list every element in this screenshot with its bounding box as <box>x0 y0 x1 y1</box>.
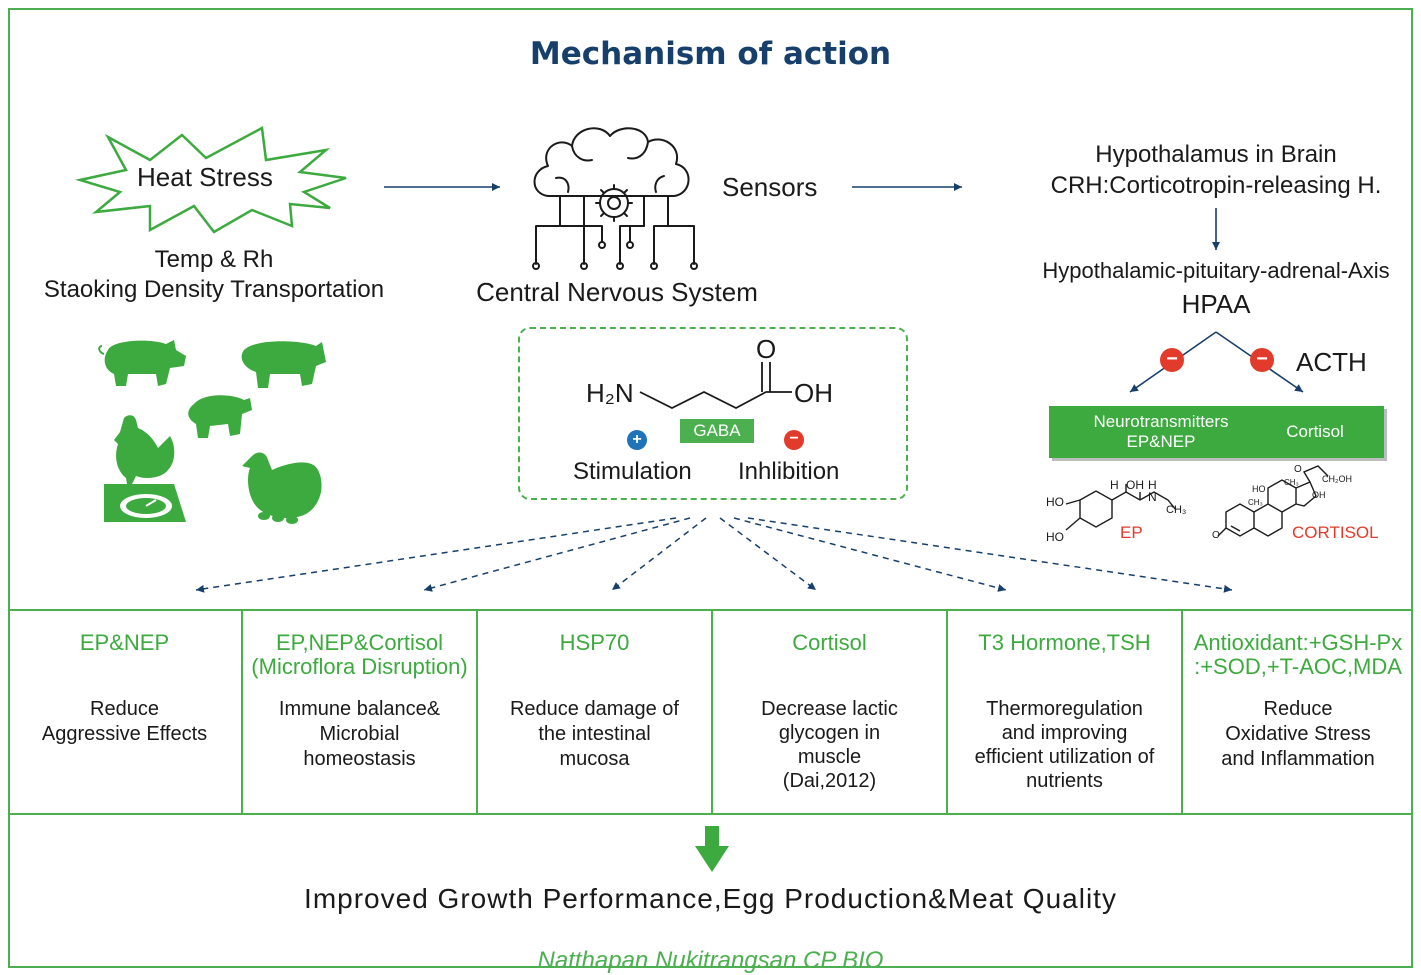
brain-network-icon <box>532 127 698 270</box>
ep-nep-label: EP&NEP <box>1126 432 1196 451</box>
dashed-arrows <box>195 517 1233 593</box>
ep-atom-label: H <box>1110 478 1119 492</box>
cortisol-bar-label: Cortisol <box>1286 422 1344 441</box>
h2n-label: H₂N <box>586 378 634 408</box>
ep-atom-label: CH₃ <box>1166 504 1187 516</box>
sensors-label: Sensors <box>722 172 818 202</box>
ep-atom-label: HO <box>1046 495 1064 509</box>
gaba-badge: GABA <box>680 419 754 443</box>
inhibit-minus-icon: − <box>1160 348 1184 372</box>
scale-icon <box>110 492 182 520</box>
ep-atom-label: OH <box>1126 478 1144 492</box>
ep-molecule-label: EP <box>1120 523 1143 542</box>
cortisol-atom-label: HO <box>1252 484 1266 494</box>
ep-atom-label: N <box>1148 490 1157 504</box>
cortisol-atom-label: O <box>1212 530 1220 541</box>
cortisol-atom-label: OH <box>1312 490 1326 500</box>
author-credit: Natthapan Nukitrangsan CP BIO <box>537 947 884 974</box>
hpa-axis-label: Hypothalamic-pituitary-adrenal-Axis <box>1042 258 1390 283</box>
stimulation-plus-icon: + <box>627 430 647 450</box>
inhibit-minus-icon: − <box>1250 348 1274 372</box>
effect-heading: Antioxidant:+GSH-Px:+SOD,+T-AOC,MDA <box>1193 630 1403 679</box>
cns-label: Central Nervous System <box>476 277 758 307</box>
cortisol-atom-label: CH₂OH <box>1322 474 1352 484</box>
cortisol-atom-label: O <box>1294 464 1302 475</box>
effect-column: EP,NEP&Cortisol(Microflora Disruption) I… <box>243 611 478 813</box>
carbonyl-o-label: O <box>756 334 777 364</box>
oh-label: OH <box>794 378 833 408</box>
heat-stress-label: Heat Stress <box>137 162 273 192</box>
ep-atom-label: H <box>1148 478 1157 492</box>
heat-stress-burst <box>75 126 347 234</box>
crh-label: CRH:Corticotropin-releasing H. <box>1050 172 1382 199</box>
effect-column: Antioxidant:+GSH-Px:+SOD,+T-AOC,MDA Redu… <box>1183 611 1413 813</box>
result-arrow-icon <box>695 826 729 872</box>
cortisol-molecule-label: CORTISOL <box>1292 523 1379 542</box>
gaba-molecule <box>639 362 792 410</box>
hpaa-label: HPAA <box>1181 289 1251 319</box>
pig-icon <box>241 341 326 388</box>
neurotransmitters-label: Neurotransmitters <box>1093 412 1229 431</box>
effect-heading: EP&NEP <box>79 630 170 655</box>
heat-stress-factor-1: Temp & Rh <box>154 246 274 273</box>
hormone-bar: Neurotransmitters EP&NEP Cortisol <box>1049 406 1384 458</box>
pig-icon <box>98 340 186 386</box>
pig-icon <box>188 395 252 438</box>
hypothalamus-label: Hypothalamus in Brain <box>1095 141 1337 168</box>
cortisol-atom-label: CH₃ <box>1284 478 1299 487</box>
result-statement: Improved Growth Performance,Egg Producti… <box>304 883 1117 914</box>
hen-icon <box>242 452 322 524</box>
cortisol-molecule <box>1217 465 1329 537</box>
gaba-box <box>518 327 908 500</box>
heat-stress-factor-2: Staoking Density Transportation <box>43 276 385 303</box>
effect-heading: Cortisol <box>792 630 867 655</box>
stimulation-label: Stimulation <box>573 458 692 485</box>
inhibition-minus-icon: − <box>784 430 804 450</box>
page-title: Mechanism of action <box>529 36 892 72</box>
cortisol-atom-label: CH₃ <box>1248 498 1263 507</box>
inhibition-label: Inhlibition <box>738 458 840 485</box>
ep-atom-label: HO <box>1046 530 1064 544</box>
effect-heading: T3 Hormone,TSH <box>978 630 1151 655</box>
acth-label: ACTH <box>1296 347 1367 377</box>
effect-heading: HSP70 <box>559 630 630 655</box>
ep-molecule <box>1065 484 1177 531</box>
effect-heading: EP,NEP&Cortisol(Microflora Disruption) <box>251 630 468 679</box>
